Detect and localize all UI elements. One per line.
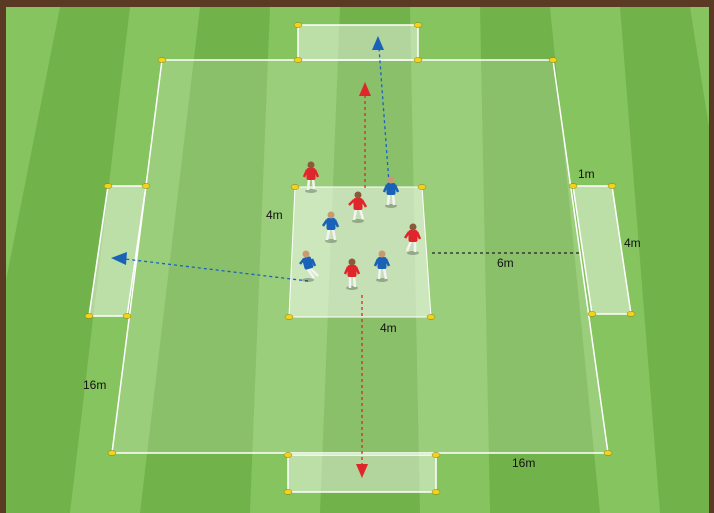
cone [108,451,116,456]
cone [608,184,616,189]
label-gap: 6m [497,256,514,270]
cone [284,490,292,495]
cone [432,490,440,495]
cone [588,312,596,317]
cone [569,184,577,189]
label-outer-bottom: 16m [512,456,535,470]
cone [294,23,302,28]
cone [604,451,612,456]
cone [123,314,131,319]
cone [285,315,293,320]
label-goal-width: 4m [624,236,641,250]
cone [549,58,557,63]
cone [432,453,440,458]
cone [294,58,302,63]
top-border [0,0,714,7]
cone [291,185,299,190]
cone [284,453,292,458]
label-inner-side: 4m [266,208,283,222]
cone [104,184,112,189]
cone [85,314,93,319]
label-outer-side: 16m [83,378,106,392]
cone [418,185,426,190]
cone [427,315,435,320]
cone [158,58,166,63]
cone [414,58,422,63]
label-goal-depth: 1m [578,167,595,181]
goal-top [298,25,418,60]
cone [414,23,422,28]
cone [142,184,150,189]
label-inner-bottom: 4m [380,321,397,335]
cone [627,312,635,317]
